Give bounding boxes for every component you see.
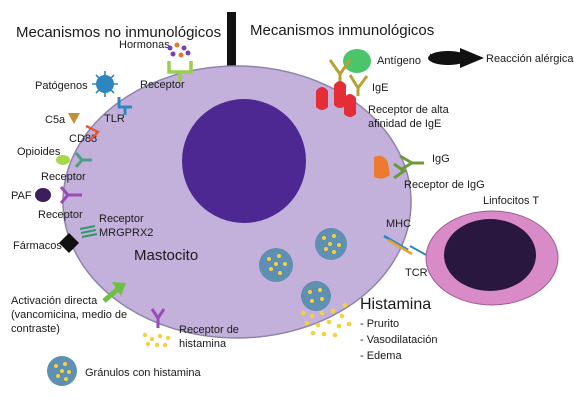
label-activacion-line3: contraste)	[11, 323, 60, 335]
label-linfocitos-t: Linfocitos T	[483, 195, 539, 207]
histamina-effect-3: - Edema	[360, 350, 402, 362]
label-hormonas: Hormonas	[119, 39, 170, 51]
igg-receptor-icon	[374, 155, 390, 179]
label-receptor-paf: Receptor	[38, 209, 83, 221]
label-farmacos: Fármacos	[13, 240, 62, 252]
opioid-receptor-icon	[74, 152, 92, 168]
label-mhc: MHC	[386, 218, 411, 230]
mhc-tcr-link-icon	[409, 245, 429, 257]
label-tcr: TCR	[405, 267, 428, 279]
c5a-icon	[68, 113, 80, 124]
histamine-receptor-icon	[150, 308, 166, 328]
label-receptor-hormonas: Receptor	[140, 79, 185, 91]
label-activacion-line2: (vancomicina, medio de	[11, 309, 127, 321]
direct-activation-arrow-icon	[102, 282, 126, 303]
black-arrow-icon	[428, 48, 484, 68]
label-tlr: TLR	[104, 113, 125, 125]
label-receptor-histamina-line1: Receptor de	[179, 324, 239, 336]
histamina-title: Histamina	[360, 296, 431, 313]
mhc-icon	[383, 234, 409, 252]
drug-icon	[59, 233, 79, 253]
pathogen-icon	[92, 71, 118, 97]
granule-inner-1	[259, 248, 293, 282]
label-mrgprx2-line2: MRGPRX2	[99, 227, 153, 239]
divider-bar	[227, 12, 236, 74]
granule-releasing	[301, 281, 331, 311]
cell-label: Mastocito	[134, 247, 198, 264]
ige-receptor-icon	[316, 81, 356, 117]
paf-receptor-icon	[59, 186, 82, 204]
histamina-effect-2: - Vasodilatación	[360, 334, 437, 346]
hormone-dots-icon	[167, 42, 191, 58]
label-receptor-histamina-line2: histamina	[179, 338, 227, 350]
tlr-receptor-icon	[117, 97, 132, 115]
mrgprx2-receptor-icon	[79, 225, 98, 238]
label-opioides: Opioides	[17, 146, 61, 158]
label-receptor-ige-line1: Receptor de alta	[368, 104, 450, 116]
label-antigeno: Antígeno	[377, 55, 421, 67]
granule-inner-2	[315, 228, 347, 260]
label-receptor-opioides: Receptor	[41, 171, 86, 183]
label-reaccion-alergica: Reacción alérgica	[486, 53, 574, 65]
label-activacion-line1: Activación directa	[11, 295, 98, 307]
paf-icon	[35, 188, 51, 202]
label-igg: IgG	[432, 153, 450, 165]
released-histamine-dots	[300, 302, 352, 338]
antigen-icon	[343, 49, 371, 73]
heading-non-immunologic: Mecanismos no inmunológicos	[16, 24, 221, 41]
cd88-receptor-icon	[85, 124, 101, 141]
opioid-icon	[56, 155, 70, 165]
t-lymphocyte-nucleus	[444, 219, 536, 291]
heading-immunologic: Mecanismos inmunológicos	[250, 22, 434, 39]
igg-antibody-icon	[393, 154, 424, 180]
label-receptor-igg: Receptor de IgG	[404, 179, 485, 191]
hormone-receptor-icon	[167, 61, 193, 82]
granule-legend-icon	[47, 356, 77, 386]
label-receptor-ige-line2: afinidad de IgE	[368, 118, 441, 130]
label-patogenos: Patógenos	[35, 80, 88, 92]
histamine-receptor-dots	[142, 332, 171, 348]
label-c5a: C5a	[45, 114, 66, 126]
label-granulos-legend: Gránulos con histamina	[85, 367, 201, 379]
tcr-icon	[387, 238, 413, 256]
label-cd88: CD88	[69, 133, 97, 145]
label-ige: IgE	[372, 82, 389, 94]
label-mrgprx2-line1: Receptor	[99, 213, 144, 225]
histamina-effect-1: - Prurito	[360, 318, 399, 330]
mast-cell-nucleus	[182, 99, 306, 223]
label-paf: PAF	[11, 190, 32, 202]
